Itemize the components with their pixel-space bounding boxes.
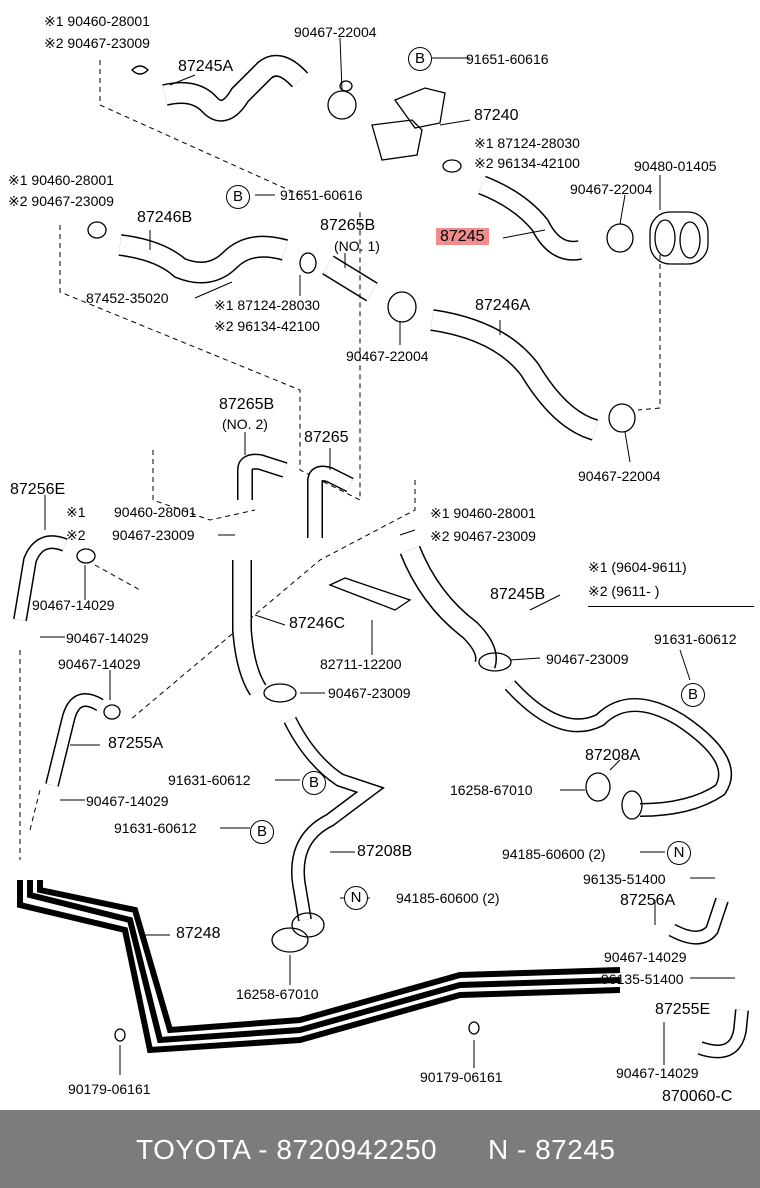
label-90467-22004-right: 90467-22004	[570, 181, 653, 197]
diagram-code: 870060-C	[662, 1088, 733, 1105]
label-90467-14029-b: 90467-14029	[66, 630, 149, 646]
label-b2: ※2 96134-42100	[474, 155, 580, 171]
legend-1: ※1 (9604-9611)	[588, 559, 687, 575]
gasket-16258-r	[585, 772, 611, 802]
label-c2: ※2 90467-23009	[8, 193, 114, 209]
label-91631-60612-m2: 91631-60612	[114, 820, 197, 836]
grommet-90480	[649, 211, 709, 265]
label-d1: ※1 87124-28030	[214, 297, 320, 313]
label-87208B: 87208B	[357, 843, 413, 860]
label-91631-60612-r: 91631-60612	[654, 631, 737, 647]
label-87265: 87265	[304, 429, 349, 446]
callout-n-right: N	[667, 841, 691, 865]
label-c1: ※1 90460-28001	[8, 172, 114, 188]
label-87208A: 87208A	[585, 747, 641, 764]
label-87452-35020: 87452-35020	[86, 290, 169, 306]
label-87256A: 87256A	[620, 892, 676, 909]
label-87255A: 87255A	[108, 735, 164, 752]
footer-bar: TOYOTA - 8720942250 N - 87245	[0, 1110, 760, 1188]
label-87246A: 87246A	[475, 297, 531, 314]
legend-divider	[588, 606, 754, 608]
legend-2: ※2 (9611- )	[588, 583, 660, 599]
label-87245-highlight: 87245	[436, 228, 489, 245]
label-87256E: 87256E	[10, 481, 66, 498]
label-87245B: 87245B	[490, 586, 546, 603]
label-90179-06161-b: 90179-06161	[420, 1069, 503, 1085]
label-90467-14029-c: 90467-14029	[58, 656, 141, 672]
label-90467-22004-low: 90467-22004	[578, 468, 661, 484]
pipe-87248	[17, 880, 621, 1054]
label-90467-22004-top: 90467-22004	[294, 24, 377, 40]
label-90467-23009-d: 90467-23009	[546, 651, 629, 667]
clamp-90467-23009-c	[263, 683, 297, 703]
footer-ref: N - 87245	[488, 1134, 616, 1165]
valve-87240	[371, 87, 446, 161]
label-e2: ※2	[66, 527, 86, 543]
label-91631-60612-m1: 91631-60612	[168, 772, 251, 788]
footer-part-number: TOYOTA - 8720942250	[136, 1134, 438, 1165]
callout-b-right: B	[681, 683, 705, 707]
label-96135-51400-a: 96135-51400	[583, 871, 666, 887]
clamp-90467-22004-mid	[387, 291, 417, 323]
label-90467-14029-f: 90467-14029	[616, 1065, 699, 1081]
label-96135-51400-b: 96135-51400	[601, 971, 684, 987]
gasket-16258-m	[271, 927, 309, 953]
label-91651-60616-top: 91651-60616	[466, 51, 549, 67]
label-16258-67010-m: 16258-67010	[236, 986, 319, 1002]
callout-b-mid: B	[226, 185, 250, 209]
clamp-90467-22004-top	[327, 90, 357, 120]
clamp-90467-22004-right	[606, 223, 634, 253]
label-87248: 87248	[176, 925, 221, 942]
callout-b-m1: B	[302, 771, 326, 795]
label-16258-67010-r: 16258-67010	[450, 782, 533, 798]
label-87265B-no2: 87265B	[219, 396, 275, 413]
label-94185-60600-m: 94185-60600 (2)	[396, 890, 500, 906]
label-90467-14029-e: 90467-14029	[604, 949, 687, 965]
label-d2: ※2 96134-42100	[214, 318, 320, 334]
label-90467-23009-mid: 90467-23009	[112, 527, 195, 543]
callout-b-m2: B	[250, 820, 274, 844]
label-a2: ※2 90467-23009	[44, 35, 150, 51]
clamp-87124	[442, 159, 462, 173]
label-f1: ※1 90460-28001	[430, 505, 536, 521]
label-87246C: 87246C	[289, 615, 346, 632]
label-87255E: 87255E	[655, 1001, 711, 1018]
callout-b-top: B	[408, 47, 432, 71]
bracket-82711	[328, 577, 412, 611]
label-91651-60616-mid: 91651-60616	[280, 187, 363, 203]
label-a1: ※1 90460-28001	[44, 13, 150, 29]
label-87245: 87245	[436, 228, 489, 245]
clamp-top-left	[131, 65, 149, 75]
callout-n-mid: N	[344, 886, 368, 910]
label-no2: (NO. 2)	[222, 416, 268, 432]
label-87246B: 87246B	[137, 209, 193, 226]
label-90467-14029-d: 90467-14029	[86, 793, 169, 809]
clamp-90467-22004-low	[608, 403, 636, 433]
clamp-87246B	[87, 221, 107, 239]
label-f2: ※2 90467-23009	[430, 528, 536, 544]
label-90467-23009-c: 90467-23009	[328, 685, 411, 701]
label-94185-60600-r: 94185-60600 (2)	[502, 846, 606, 862]
hose-diagram	[13, 37, 749, 1075]
label-90179-06161-a: 90179-06161	[68, 1081, 151, 1097]
label-no1: (NO. 1)	[334, 238, 380, 254]
label-90467-14029-a: 90467-14029	[32, 597, 115, 613]
label-e1: ※1	[66, 504, 86, 520]
label-82711-12200: 82711-12200	[320, 656, 402, 672]
label-b1: ※1 87124-28030	[474, 135, 580, 151]
label-90467-22004-mid: 90467-22004	[346, 348, 429, 364]
label-90480-01405: 90480-01405	[634, 158, 717, 174]
label-87265B-no1: 87265B	[320, 217, 376, 234]
label-90460-28001-mid: 90460-28001	[114, 504, 197, 520]
label-87240: 87240	[474, 107, 519, 124]
label-87245A: 87245A	[178, 58, 234, 75]
